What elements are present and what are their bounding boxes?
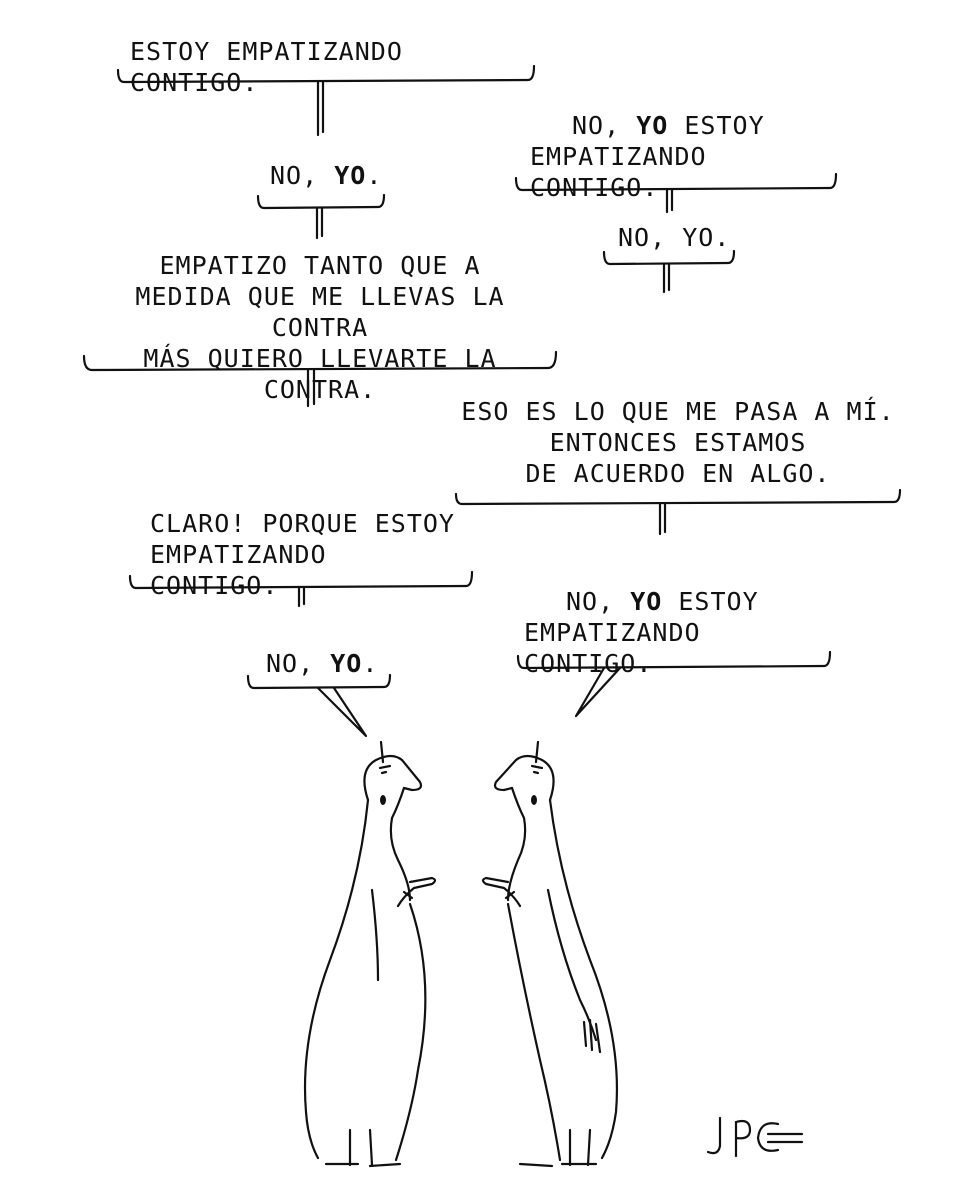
speech-bubble-9-c: . <box>362 649 379 678</box>
speech-bubble-2-b: yo <box>334 161 367 190</box>
speech-bubble-8-b: yo <box>630 587 663 616</box>
speech-bubble-2-c: . <box>366 161 383 190</box>
speech-bubble-8-a: No, <box>566 587 631 616</box>
bracket-b6 <box>454 488 902 536</box>
bracket-b9 <box>246 673 392 738</box>
speech-bubble-1: Estoy empatizando contigo. <box>130 37 403 97</box>
speech-bubble-4-b: yo <box>636 111 669 140</box>
speech-bubble-8: No, yo estoyempatizando contigo. <box>524 586 830 679</box>
speech-bubble-9-a: No, <box>266 649 331 678</box>
bracket-b8 <box>516 650 832 718</box>
bracket-b7 <box>128 570 474 608</box>
speech-bubble-3: Empatizo tanto que a medida que me lleva… <box>135 251 505 404</box>
bracket-b4 <box>514 172 838 214</box>
speech-bubble-4-a: No, <box>572 111 637 140</box>
speech-bubble-5: No, yo. <box>618 223 731 252</box>
speech-bubble-9: No, yo. <box>266 648 396 679</box>
speech-bubble-4: No, yo estoyempatizando contigo. <box>530 110 840 203</box>
right-character <box>481 740 619 1168</box>
bracket-b5 <box>602 249 736 294</box>
bracket-b1 <box>116 64 536 137</box>
speech-bubble-2-a: No, <box>270 161 335 190</box>
speech-bubble-4-c: estoy <box>668 111 765 140</box>
left-character <box>303 740 437 1168</box>
speech-bubble-8-c: estoy <box>662 587 759 616</box>
speech-bubble-6: Eso es lo que me pasa a mí. Entonces est… <box>461 397 895 488</box>
bracket-b2 <box>256 193 386 240</box>
speech-bubble-2: No, yo. <box>270 160 390 191</box>
speech-bubble-4-d: empatizando contigo. <box>530 142 707 202</box>
speech-bubble-9-b: yo <box>330 649 363 678</box>
bracket-b3 <box>82 350 558 408</box>
speech-bubble-7: Claro! Porque estoy empatizando contigo. <box>150 509 455 600</box>
artist-signature <box>706 1116 804 1158</box>
speech-bubble-8-d: empatizando contigo. <box>524 618 701 678</box>
